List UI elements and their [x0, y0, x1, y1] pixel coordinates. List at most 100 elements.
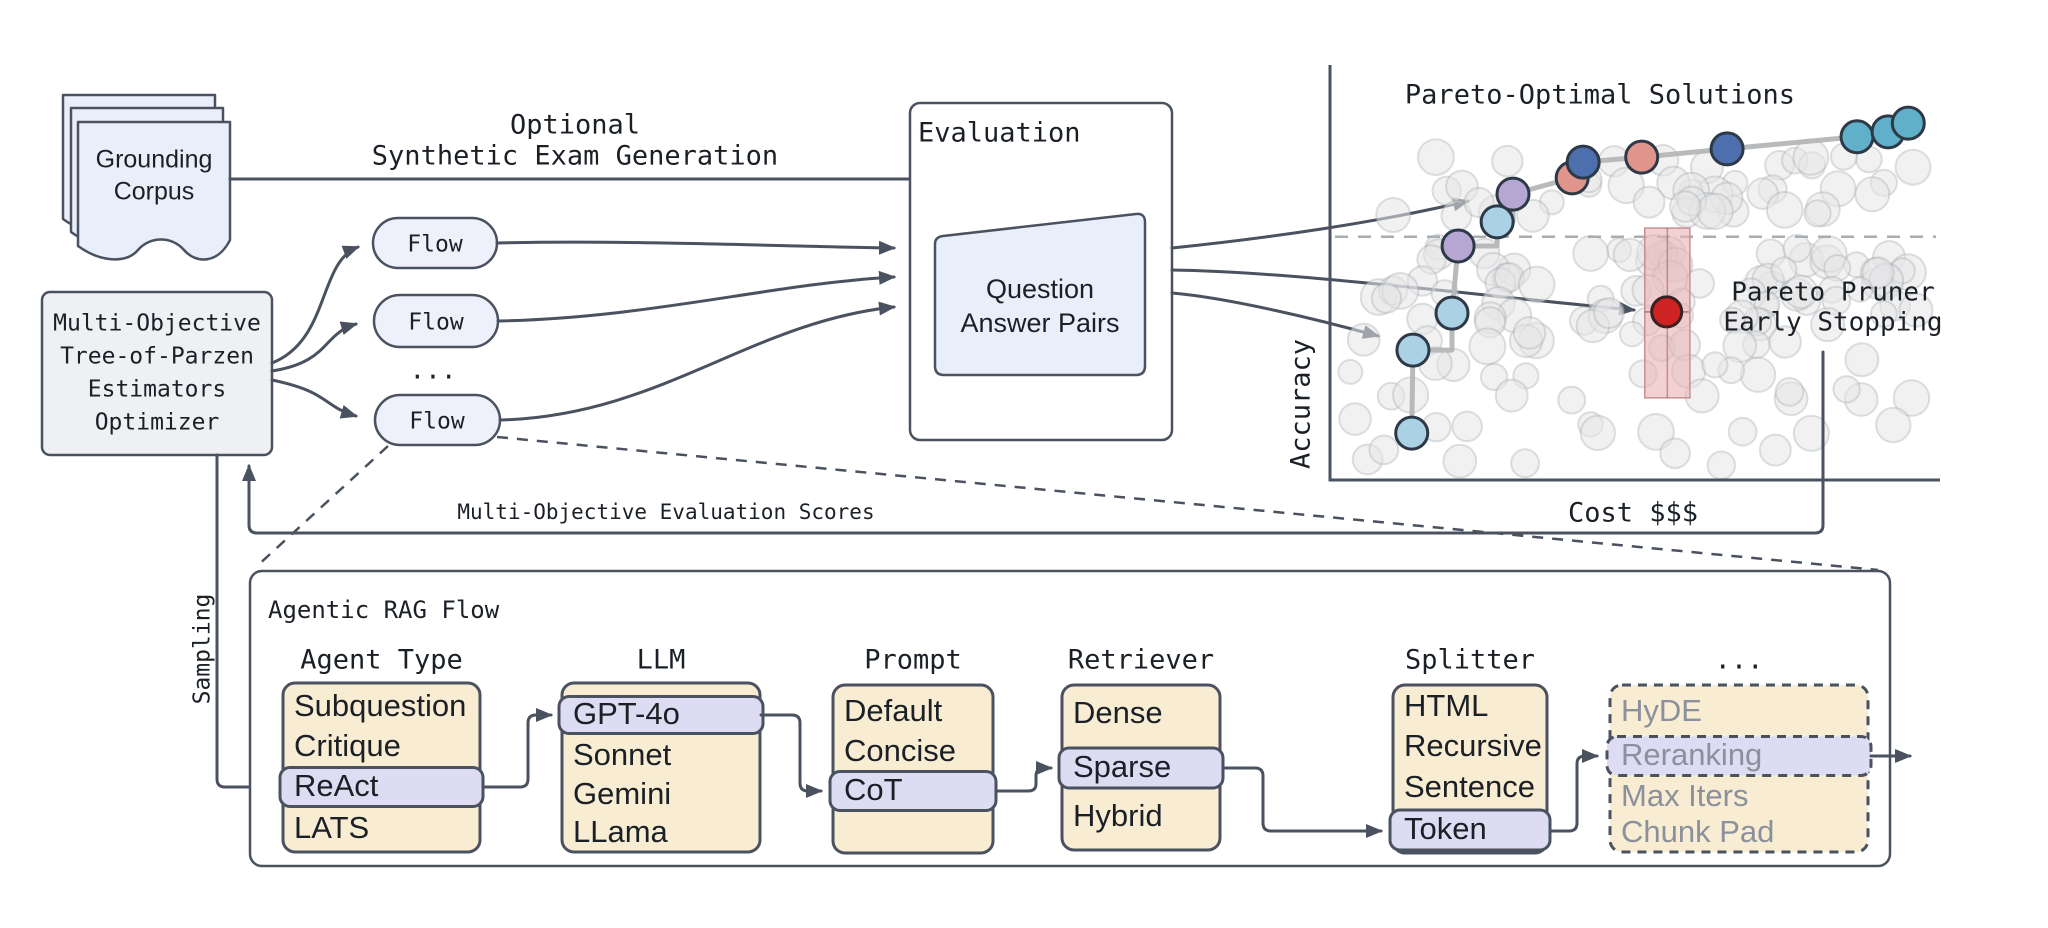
cloud-point	[1898, 292, 1934, 328]
column-header: ...	[1715, 645, 1764, 676]
cloud-point	[1375, 197, 1412, 233]
optimizer-label-line2: Tree-of-Parzen	[60, 344, 254, 370]
edge-sparse-to-token	[1221, 766, 1383, 838]
feedback-label: Multi-Objective Evaluation Scores	[457, 500, 874, 524]
cloud-point	[1516, 198, 1550, 233]
cloud-point	[1792, 414, 1831, 452]
cloud-point	[1338, 402, 1372, 436]
option-item: HTML	[1404, 688, 1488, 723]
cloud-point	[1637, 413, 1675, 451]
frontier-point-lightblue	[1395, 332, 1431, 368]
cloud-point	[1512, 316, 1547, 350]
sampling-label: Sampling	[190, 594, 216, 705]
cloud-point	[1607, 166, 1645, 205]
frontier-point-teal	[1890, 105, 1926, 141]
cloud-point	[1875, 406, 1912, 444]
frontier-point-darkblue	[1709, 131, 1745, 167]
option-item: Subquestion	[294, 688, 466, 723]
flow-pill-3-label: Flow	[409, 409, 465, 435]
edge-optimizer-to-flow-2	[270, 321, 358, 373]
pruner-annotation-line2: Early Stopping	[1723, 308, 1942, 338]
option-item: Critique	[294, 728, 401, 763]
cloud-point	[1579, 414, 1617, 452]
pareto-frontier	[1394, 105, 1926, 451]
cloud-point	[1803, 199, 1832, 228]
pruner-annotation-line1: Pareto Pruner	[1731, 278, 1935, 308]
cloud-point	[1727, 416, 1758, 447]
evaluation-box: Evaluation Question Answer Pairs	[908, 101, 1174, 442]
cloud-point	[1765, 191, 1804, 229]
option-item: Sentence	[1404, 769, 1535, 804]
cloud-point	[1479, 362, 1509, 392]
option-item-selected: ReAct	[294, 768, 379, 803]
option-item: LATS	[294, 810, 369, 845]
edge-react-to-gpt4o	[481, 708, 553, 789]
cloud-point	[1368, 434, 1400, 466]
option-item-selected: Token	[1404, 811, 1487, 846]
grounding-corpus-label-line2: Corpus	[114, 178, 195, 206]
edge-optimizer-to-flow-3	[270, 378, 358, 419]
flow-pill-1-label: Flow	[407, 232, 463, 258]
flow-ellipsis: ...	[410, 356, 457, 386]
edge-flow2-to-evaluation	[496, 270, 896, 323]
cloud-point	[1593, 297, 1625, 329]
cloud-point	[1346, 322, 1381, 357]
cloud-point	[1494, 378, 1529, 413]
cloud-point	[1768, 325, 1802, 359]
cloud-point	[1518, 265, 1556, 304]
edge-flow3-to-evaluation	[498, 301, 896, 422]
rag-flow-title: Agentic RAG Flow	[268, 596, 500, 624]
column-header: Splitter	[1405, 645, 1535, 676]
cloud-point	[1510, 448, 1541, 479]
synthetic-exam-label-line2: Synthetic Exam Generation	[372, 141, 778, 172]
flow-candidates: Flow Flow Flow ...	[371, 216, 502, 447]
cloud-point	[1632, 185, 1666, 219]
option-item: Dense	[1073, 695, 1163, 730]
column-header: LLM	[637, 645, 686, 676]
column-header: Retriever	[1068, 645, 1214, 676]
cloud-point	[1861, 256, 1895, 290]
cloud-point	[1844, 342, 1880, 378]
cloud-point	[1669, 190, 1702, 223]
qa-pairs-shape	[933, 212, 1147, 377]
option-item-selected: GPT-4o	[573, 696, 680, 731]
edge-gpt4o-to-cot	[759, 713, 823, 798]
frontier-point-salmon	[1624, 139, 1660, 175]
edge-token-to-reranking	[1548, 749, 1599, 833]
cloud-point	[1783, 274, 1819, 310]
cloud-point	[1557, 385, 1587, 415]
optimizer-box: Multi-Objective Tree-of-Parzen Estimator…	[40, 290, 274, 457]
cloud-point	[1870, 300, 1898, 328]
frontier-point-lightblue	[1479, 204, 1515, 240]
cloud-point	[1618, 320, 1646, 348]
synthetic-exam-label-line1: Optional	[510, 110, 640, 141]
cloud-point	[1659, 437, 1691, 470]
doc-page-front-icon	[76, 120, 232, 261]
option-item-selected: CoT	[844, 772, 903, 807]
frontier-point-purple	[1495, 176, 1531, 212]
flow-pill-2-label: Flow	[408, 310, 464, 336]
frontier-point-darkblue	[1565, 144, 1601, 180]
frontier-point-lightblue	[1394, 415, 1430, 451]
column-header: Prompt	[864, 645, 962, 676]
cloud-point	[1491, 144, 1524, 178]
frontier-point-purple	[1440, 228, 1476, 264]
plot-ylabel: Accuracy	[1286, 339, 1317, 469]
option-item: Hybrid	[1073, 798, 1163, 833]
cloud-point	[1846, 276, 1874, 303]
cloud-point	[1782, 233, 1812, 263]
edge-flow1-to-evaluation	[495, 240, 896, 255]
pareto-plot: Pareto-Optimal Solutions Cost $$$ Accura…	[1286, 65, 1943, 529]
cloud-point	[1894, 148, 1932, 186]
cloud-point	[1792, 138, 1830, 176]
selected-option-pill	[1605, 735, 1873, 777]
qa-pairs-label-line2: Answer Pairs	[960, 308, 1119, 338]
rag-flow-columns: Agent TypeSubquestionCritiqueReActLATSLL…	[278, 645, 1873, 855]
cloud-point	[1696, 192, 1734, 231]
edge-cot-to-sparse	[994, 761, 1053, 793]
